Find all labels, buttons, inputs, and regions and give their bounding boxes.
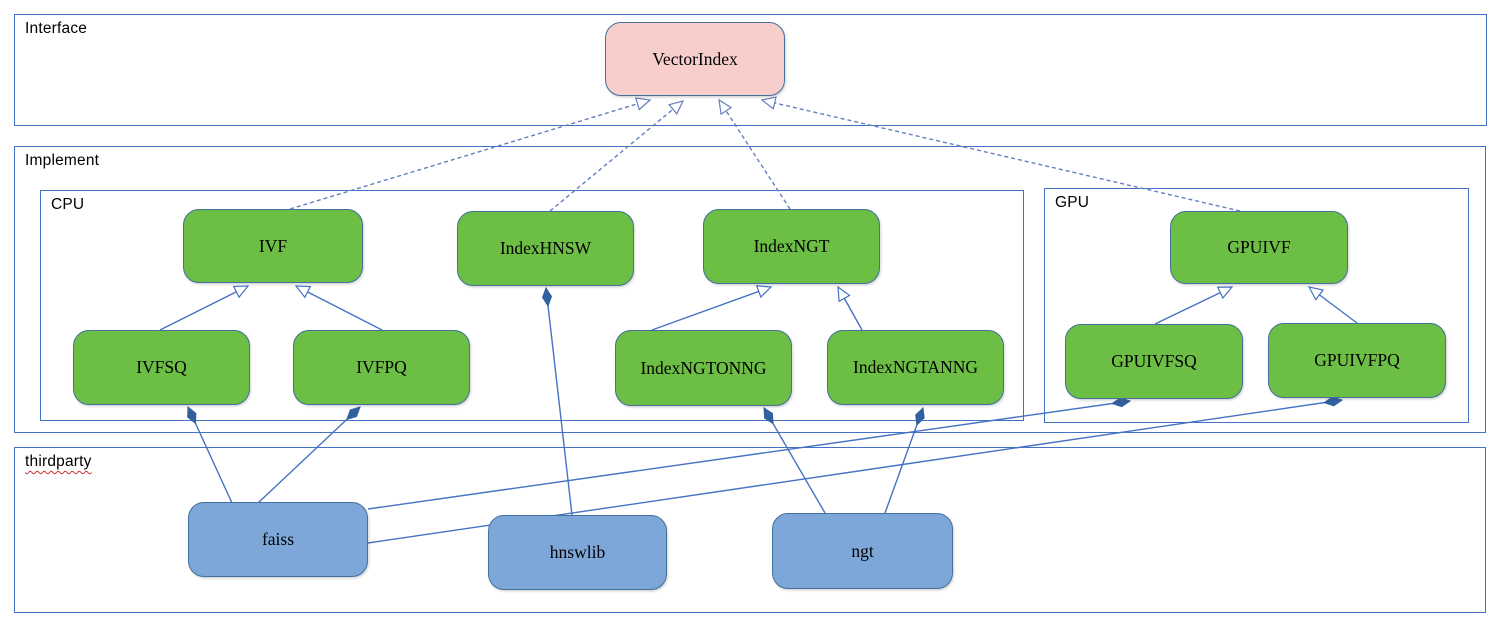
container-implement[interactable]: Implement bbox=[14, 146, 1486, 433]
node-indexngtonng[interactable]: IndexNGTONNG bbox=[615, 330, 792, 406]
node-ngt[interactable]: ngt bbox=[772, 513, 953, 589]
node-ivfpq[interactable]: IVFPQ bbox=[293, 330, 470, 405]
edge-faiss-ivfsq bbox=[188, 407, 233, 504]
node-ivfsq[interactable]: IVFSQ bbox=[73, 330, 250, 405]
edge-faiss-ivfpq bbox=[257, 407, 360, 504]
edge-ivf-vectorindex bbox=[289, 97, 652, 210]
edge-gpuivf-vectorindex bbox=[760, 96, 1241, 212]
container-interface[interactable]: Interface bbox=[14, 14, 1487, 126]
edge-indexngtonng-indexngt bbox=[651, 285, 773, 331]
container-thirdparty-label: thirdparty bbox=[25, 453, 92, 470]
edge-gpuivfpq-gpuivf bbox=[1307, 286, 1358, 324]
container-cpu[interactable]: CPU bbox=[40, 190, 1024, 421]
node-gpuivfpq[interactable]: GPUIVFPQ bbox=[1268, 323, 1446, 398]
node-faiss[interactable]: faiss bbox=[188, 502, 368, 577]
container-implement-label: Implement bbox=[25, 152, 100, 169]
node-gpuivfsq[interactable]: GPUIVFSQ bbox=[1065, 324, 1243, 399]
container-thirdparty[interactable]: thirdparty bbox=[14, 447, 1486, 613]
edge-indexngtanng-indexngt bbox=[837, 285, 863, 331]
edge-ivfpq-ivf bbox=[294, 285, 383, 331]
edge-indexngt-vectorindex bbox=[718, 98, 791, 210]
node-indexngt[interactable]: IndexNGT bbox=[703, 209, 880, 284]
edge-hnswlib-indexhnsw bbox=[546, 288, 573, 516]
edge-ivfsq-ivf bbox=[159, 285, 250, 331]
node-indexngtanng[interactable]: IndexNGTANNG bbox=[827, 330, 1004, 405]
node-indexhnsw[interactable]: IndexHNSW bbox=[457, 211, 634, 286]
edge-indexhnsw-vectorindex bbox=[549, 100, 685, 212]
container-cpu-label: CPU bbox=[51, 196, 85, 213]
edge-ngt-indexngtanng bbox=[884, 408, 923, 514]
node-vectorindex[interactable]: VectorIndex bbox=[605, 22, 785, 96]
edge-ngt-indexngtonng bbox=[763, 408, 826, 514]
edge-gpuivfsq-gpuivf bbox=[1154, 286, 1234, 325]
container-gpu-label: GPU bbox=[1055, 194, 1090, 211]
node-ivf[interactable]: IVF bbox=[183, 209, 363, 283]
edge-faiss-gpuivfsq bbox=[367, 401, 1130, 510]
node-hnswlib[interactable]: hnswlib bbox=[488, 515, 667, 590]
node-gpuivf[interactable]: GPUIVF bbox=[1170, 211, 1348, 284]
container-gpu[interactable]: GPU bbox=[1044, 188, 1469, 423]
container-interface-label: Interface bbox=[25, 20, 88, 37]
